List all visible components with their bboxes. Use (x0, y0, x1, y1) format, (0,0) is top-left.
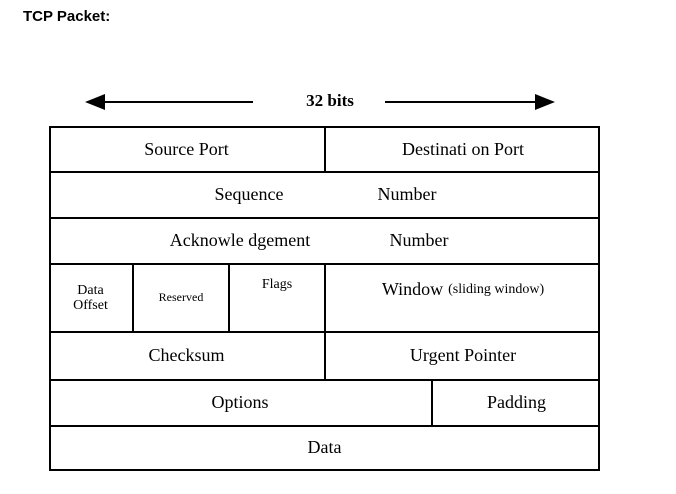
urgent-pointer-field: Urgent Pointer (409, 345, 517, 366)
column-divider (324, 331, 326, 381)
bit-width-indicator: 32 bits (85, 88, 555, 116)
window-field: Window (sliding window) (326, 265, 600, 315)
page-title: TCP Packet: (23, 8, 111, 25)
data-offset-field: Data Offset (49, 265, 132, 331)
column-divider (324, 263, 326, 333)
sequence-number-label-part1: Sequence (214, 184, 284, 205)
tcp-header-diagram: Source Port Destinati on Port Sequence N… (49, 126, 600, 471)
column-divider (228, 263, 230, 333)
right-arrow-head (535, 94, 555, 110)
sequence-number-label-part2: Number (377, 184, 437, 205)
left-arrow-head (85, 94, 105, 110)
bit-width-label: 32 bits (306, 91, 354, 110)
column-divider (324, 126, 326, 173)
row-divider (49, 425, 600, 427)
checksum-field: Checksum (148, 345, 225, 366)
ack-number-label-part2: Number (389, 230, 449, 251)
window-label: Window (381, 279, 444, 300)
data-field: Data (307, 437, 342, 458)
padding-field: Padding (486, 392, 546, 413)
source-port-field: Source Port (144, 138, 229, 159)
column-divider (132, 263, 134, 333)
row-divider (49, 217, 600, 219)
window-note: (sliding window) (448, 282, 545, 298)
ack-number-label-part1: Acknowle dgement (169, 230, 311, 251)
column-divider (431, 379, 433, 427)
destination-port-field: Destinati on Port (402, 138, 524, 159)
reserved-field: Reserved (158, 290, 204, 305)
data-offset-line2: Offset (73, 298, 108, 313)
bit-width-arrows (85, 94, 555, 110)
flags-field: Flags (261, 277, 293, 293)
options-field: Options (211, 392, 269, 413)
data-offset-line1: Data (77, 282, 104, 298)
